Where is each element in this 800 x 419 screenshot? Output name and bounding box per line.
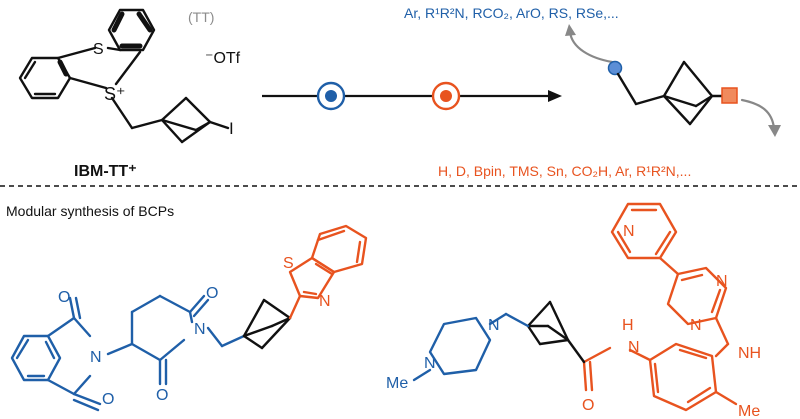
thalidomide-bcp-molecule: O O N N O O S N	[10, 224, 368, 412]
ibm-tt-reagent: (TT) ⁻OTf S S⁺ I IBM-TT⁺	[18, 8, 241, 180]
blue-substituent-list: Ar, R¹R²N, RCO₂, ArO, RS, RSe,...	[404, 5, 619, 21]
nitrogen-atom: N	[424, 355, 436, 372]
reaction-arrow	[262, 81, 562, 111]
nitrogen-atom: N	[194, 321, 206, 338]
sulfur-atom: S	[283, 255, 294, 272]
oxygen-atom: O	[582, 397, 594, 414]
blue-sphere-icon	[607, 60, 623, 76]
amide-hydrogen: H	[622, 317, 634, 334]
amine-nh: NH	[738, 345, 761, 362]
nitrogen-atom: N	[690, 317, 702, 334]
tt-label: (TT)	[188, 9, 214, 25]
nitrogen-atom: N	[488, 317, 500, 334]
orange-substituent-list: H, D, Bpin, TMS, Sn, CO₂H, Ar, R¹R²N,...	[438, 163, 691, 179]
methyl-group: Me	[738, 403, 760, 419]
nitrogen-atom: N	[319, 293, 331, 310]
iodine-atom: I	[229, 119, 234, 138]
oxygen-atom: O	[58, 289, 70, 306]
triflate-counterion: ⁻OTf	[205, 50, 241, 67]
oxygen-atom: O	[156, 387, 168, 404]
imatinib-bcp-analog: N N N NH N H O Me N N Me	[386, 202, 761, 419]
nitrogen-atom: N	[716, 273, 728, 290]
sulfonium-center: S⁺	[104, 84, 126, 104]
methyl-group: Me	[386, 375, 408, 392]
reagent-name: IBM-TT⁺	[74, 163, 137, 180]
thianthrene-sulfur: S	[93, 41, 104, 58]
generic-bcp-product: Ar, R¹R²N, RCO₂, ArO, RS, RSe,... H, D, …	[404, 5, 781, 179]
nitrogen-atom: N	[623, 223, 635, 240]
amide-nitrogen: N	[628, 339, 640, 356]
orange-square-icon	[721, 87, 738, 104]
oxygen-atom: O	[102, 391, 114, 408]
oxygen-atom: O	[206, 285, 218, 302]
nitrogen-atom: N	[90, 349, 102, 366]
section-title: Modular synthesis of BCPs	[6, 203, 174, 219]
